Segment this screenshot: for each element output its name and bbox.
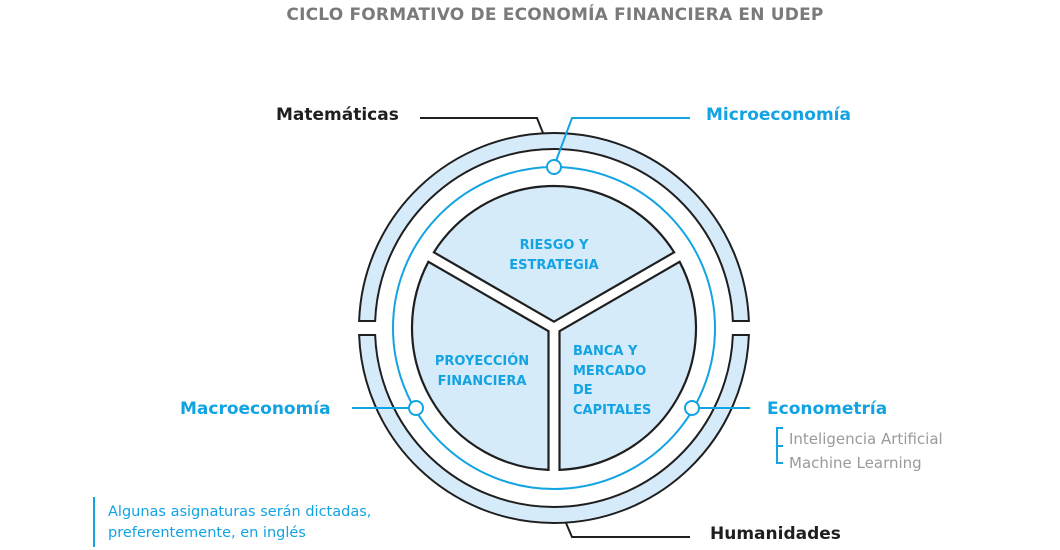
segment-line: PROYECCIÓN	[434, 354, 530, 369]
label-macroeconomia: Macroeconomía	[180, 399, 331, 419]
note-line: Algunas asignaturas serán dictadas,	[108, 504, 372, 520]
microeconomia-connector	[555, 117, 690, 162]
humanidades-connector	[565, 522, 690, 538]
outer-ring-bottom	[358, 334, 750, 524]
segment-banca-mercado-capitales: BANCA Y MERCADO DE CAPITALES	[573, 342, 651, 420]
subitem-inteligencia-artificial: Inteligencia Artificial	[789, 430, 943, 448]
segment-right	[558, 260, 698, 472]
macroeconomia-node	[408, 400, 424, 416]
segment-line: DE	[573, 383, 593, 398]
outer-ring	[358, 132, 750, 524]
segment-line: RIESGO Y	[519, 238, 589, 253]
segment-line: MERCADO	[573, 363, 647, 379]
subitem-machine-learning: Machine Learning	[789, 454, 922, 472]
segment-riesgo-estrategia: RIESGO Y ESTRATEGIA	[474, 236, 634, 275]
language-note: Algunas asignaturas serán dictadas, pref…	[108, 502, 371, 544]
segment-line: BANCA Y	[573, 344, 638, 359]
segment-line: ESTRATEGIA	[509, 257, 599, 273]
label-humanidades: Humanidades	[710, 524, 841, 544]
label-microeconomia: Microeconomía	[706, 105, 851, 125]
outer-ring-top	[358, 132, 750, 322]
matematicas-connector	[420, 117, 544, 134]
microeconomia-node	[546, 159, 562, 175]
pie-segments	[410, 184, 698, 472]
note-line: preferentemente, en inglés	[108, 525, 306, 541]
segment-left	[410, 260, 550, 472]
label-matematicas: Matemáticas	[276, 105, 399, 125]
segment-line: FINANCIERA	[437, 373, 527, 389]
label-econometria: Econometría	[767, 399, 888, 419]
segment-line: CAPITALES	[573, 402, 652, 418]
page-title: CICLO FORMATIVO DE ECONOMÍA FINANCIERA E…	[286, 5, 824, 25]
segment-top	[432, 184, 676, 323]
segment-proyeccion-financiera: PROYECCIÓN FINANCIERA	[412, 352, 552, 391]
econometria-node	[684, 400, 700, 416]
